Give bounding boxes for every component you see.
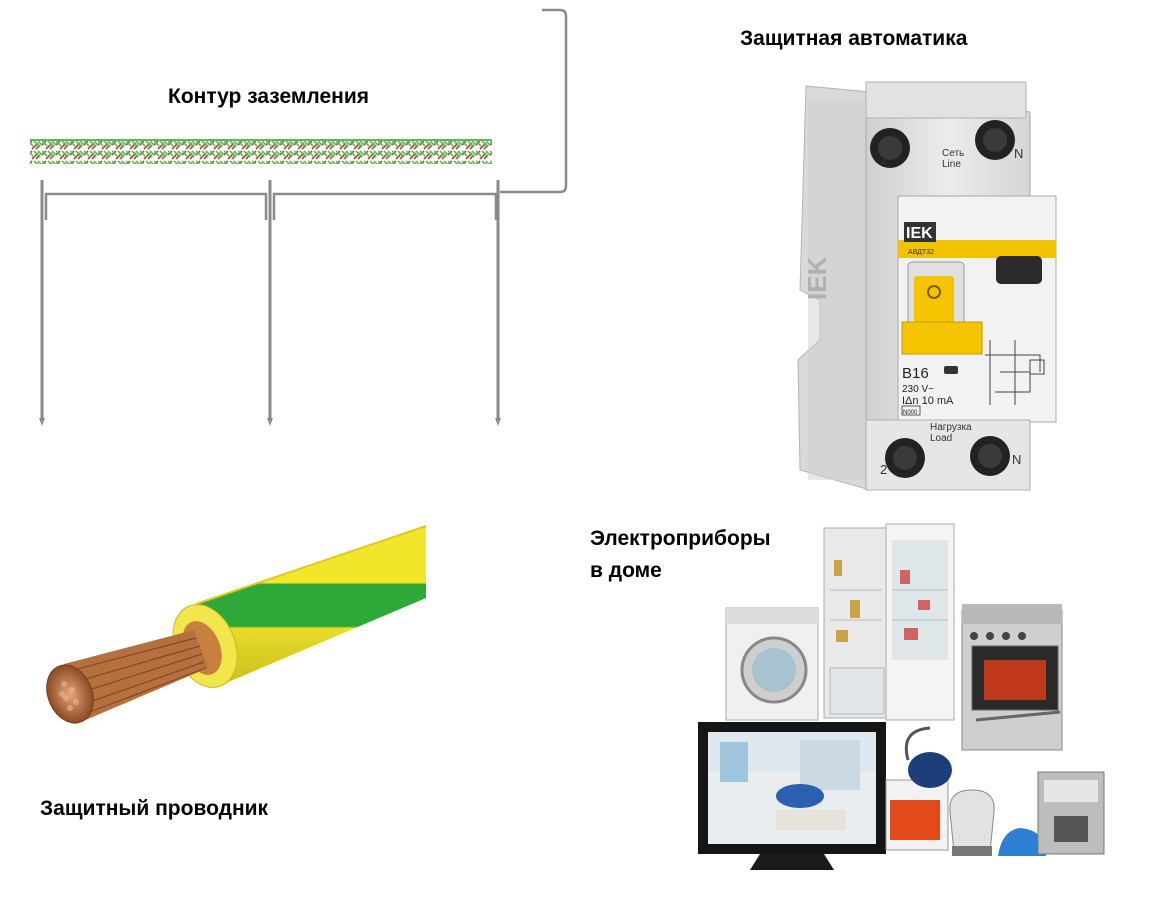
protective-automation-label: Защитная автоматика	[740, 27, 968, 50]
breaker-class-code: N000	[903, 410, 918, 416]
kettle	[949, 789, 995, 856]
coffee-machine	[1037, 771, 1105, 855]
breaker-load-label-en: Load	[930, 433, 952, 444]
grounding-lead	[500, 8, 568, 194]
appliances-label-line2: в доме	[590, 559, 662, 582]
breaker-terminal-top-right: N	[1014, 146, 1023, 161]
television	[698, 722, 886, 870]
circuit-breaker-image: IEK 1 N Сеть Line IEK АВДТ32 B16 230 V~ …	[797, 81, 1057, 491]
ground-electrode	[495, 180, 501, 426]
refrigerator	[823, 523, 955, 721]
breaker-terminal-bottom-left: 2	[880, 462, 887, 477]
stove	[961, 604, 1063, 751]
breaker-line-label-ru: Сеть	[942, 148, 964, 159]
iron	[998, 828, 1046, 856]
grounding-loop-diagram	[30, 8, 568, 426]
breaker-rating: B16	[902, 365, 929, 382]
breaker-model: АВДТ32	[908, 249, 934, 256]
household-appliances-image	[698, 523, 1105, 870]
breaker-schematic-icon	[985, 340, 1045, 405]
protective-conductor-label: Защитный проводник	[40, 797, 269, 820]
soil-surface	[30, 140, 492, 164]
grounding-loop-label: Контур заземления	[168, 85, 369, 108]
appliances-label-line1: Электроприборы	[590, 527, 771, 550]
washing-machine	[725, 607, 819, 721]
breaker-terminal-top-left: 1	[880, 152, 887, 167]
breaker-line-label-en: Line	[942, 159, 961, 170]
ground-electrode	[267, 180, 273, 426]
breaker-terminal-bottom-right: N	[1012, 452, 1021, 467]
microwave	[885, 779, 949, 851]
breaker-voltage: 230 V~	[902, 384, 934, 395]
ground-electrode	[39, 180, 45, 426]
breaker-brand: IEK	[906, 225, 933, 242]
breaker-residual-current: IΔn 10 mA	[902, 395, 954, 407]
ground-strip	[44, 192, 498, 220]
svg-text:IEK: IEK	[802, 256, 832, 300]
breaker-load-label-ru: Нагрузка	[930, 422, 972, 433]
protective-conductor-image	[46, 525, 427, 724]
vacuum-cleaner	[904, 726, 952, 788]
